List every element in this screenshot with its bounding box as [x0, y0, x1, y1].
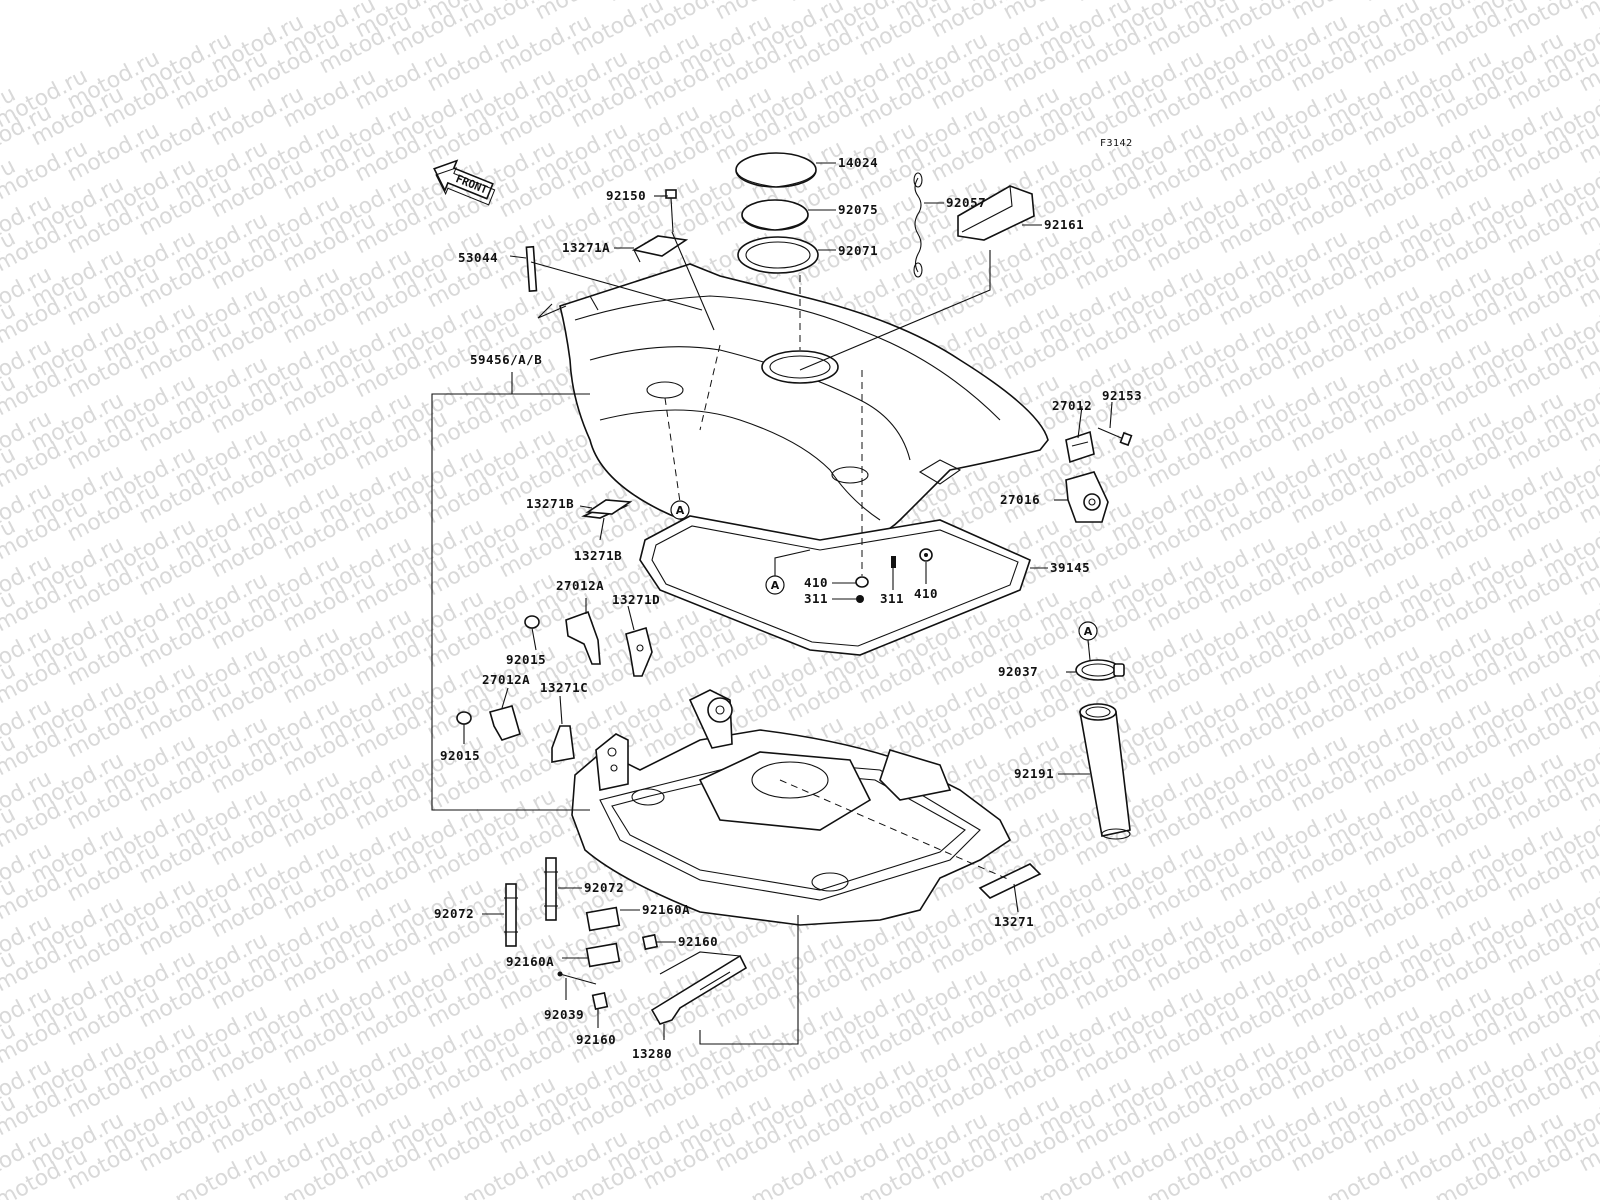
rod-92039	[557, 971, 597, 985]
strip-13271	[978, 863, 1042, 899]
part-label-92191: 92191	[1014, 766, 1054, 781]
label-plate-92160A	[585, 906, 621, 968]
part-label-14024: 14024	[838, 155, 878, 170]
part-label-311-b: 311	[880, 591, 904, 606]
part-label-92161: 92161	[1044, 217, 1084, 232]
part-label-27012A-a: 27012A	[556, 578, 604, 593]
bracket-13271A	[631, 235, 689, 263]
hinge-27012	[1065, 430, 1095, 464]
part-label-13271B-a: 13271B	[526, 496, 574, 511]
part-label-92153: 92153	[1102, 388, 1142, 403]
hinge-27016	[1065, 471, 1109, 523]
bracket-13280	[650, 951, 748, 1025]
part-label-92160-b: 92160	[576, 1032, 616, 1047]
figure-code: F3142	[1100, 138, 1133, 149]
part-label-27016: 27016	[1000, 492, 1040, 507]
clamp-92037	[1075, 659, 1125, 681]
strap-92072-upper	[544, 857, 558, 921]
callout-a-2-leader	[774, 549, 811, 576]
front-arrow-icon: FRONT	[433, 159, 496, 206]
part-label-92160-a: 92160	[678, 934, 718, 949]
grommet-410-right	[919, 548, 933, 562]
svg-text:A: A	[771, 579, 780, 592]
strap-92072-lower	[504, 883, 518, 947]
watermark-text: motod.ru	[1575, 0, 1600, 25]
part-label-92015-b: 92015	[440, 748, 480, 763]
callout-circle-a-3: A	[1078, 621, 1098, 641]
pad-92161	[957, 185, 1035, 241]
cord-92057	[913, 172, 923, 278]
hose-92191	[1079, 703, 1131, 840]
svg-text:A: A	[676, 504, 685, 517]
part-label-92015-a: 92015	[506, 652, 546, 667]
part-label-92150: 92150	[606, 188, 646, 203]
part-label-53044: 53044	[458, 250, 498, 265]
leader-lines	[431, 162, 1113, 1045]
bracket-13271C	[551, 725, 575, 763]
pin-53044	[525, 245, 538, 293]
part-label-92071: 92071	[838, 243, 878, 258]
bolt-92150	[665, 189, 677, 233]
callout-circle-a-1: A	[670, 500, 690, 520]
part-label-59456AB: 59456/A/B	[470, 352, 542, 367]
part-label-92075: 92075	[838, 202, 878, 217]
bracket-13271D	[625, 626, 653, 677]
hood-59456	[537, 263, 1049, 546]
part-label-92160A-a: 92160A	[642, 902, 690, 917]
part-label-311-a: 311	[804, 591, 828, 606]
part-label-13271B-b: 13271B	[574, 548, 622, 563]
nut-311-left	[856, 595, 864, 603]
pad-92075	[741, 199, 809, 231]
part-label-13280: 13280	[632, 1046, 672, 1061]
part-label-13271: 13271	[994, 914, 1034, 929]
label-plate-92160	[591, 933, 659, 1011]
clip-13271B	[581, 499, 633, 519]
part-label-92039: 92039	[544, 1007, 584, 1022]
part-label-27012: 27012	[1052, 398, 1092, 413]
nut-92015-lower	[456, 711, 472, 725]
pin-311-right	[891, 556, 896, 568]
part-label-39145: 39145	[1050, 560, 1090, 575]
callout-circle-a-2: A	[765, 575, 785, 595]
ring-92071	[737, 236, 819, 274]
part-label-92072-b: 92072	[434, 906, 474, 921]
part-label-13271A: 13271A	[562, 240, 610, 255]
bracket-27012A-lower	[489, 705, 521, 741]
part-label-92037: 92037	[998, 664, 1038, 679]
part-label-13271D: 13271D	[612, 592, 660, 607]
seal-39145	[639, 515, 1031, 656]
part-label-13271C: 13271C	[540, 680, 588, 695]
part-label-27012A-b: 27012A	[482, 672, 530, 687]
part-label-410-a: 410	[804, 575, 828, 590]
part-label-92160A-b: 92160A	[506, 954, 554, 969]
part-label-92057: 92057	[946, 195, 986, 210]
part-label-410-b: 410	[914, 586, 938, 601]
cap-14024	[735, 152, 817, 188]
nut-92015-upper	[524, 615, 540, 629]
grommet-410-left	[855, 576, 869, 588]
part-label-92072-a: 92072	[584, 880, 624, 895]
callout-a-3-leader	[1087, 639, 1091, 661]
bolt-92153	[1097, 427, 1133, 447]
deck-tray	[571, 689, 1012, 926]
bracket-27012A-upper	[565, 610, 601, 665]
svg-text:A: A	[1084, 625, 1093, 638]
dashed-assembly-lines	[664, 275, 1011, 881]
part-labels: 14024 92075 92071 92150 13271A 53044 920…	[434, 155, 1142, 1061]
